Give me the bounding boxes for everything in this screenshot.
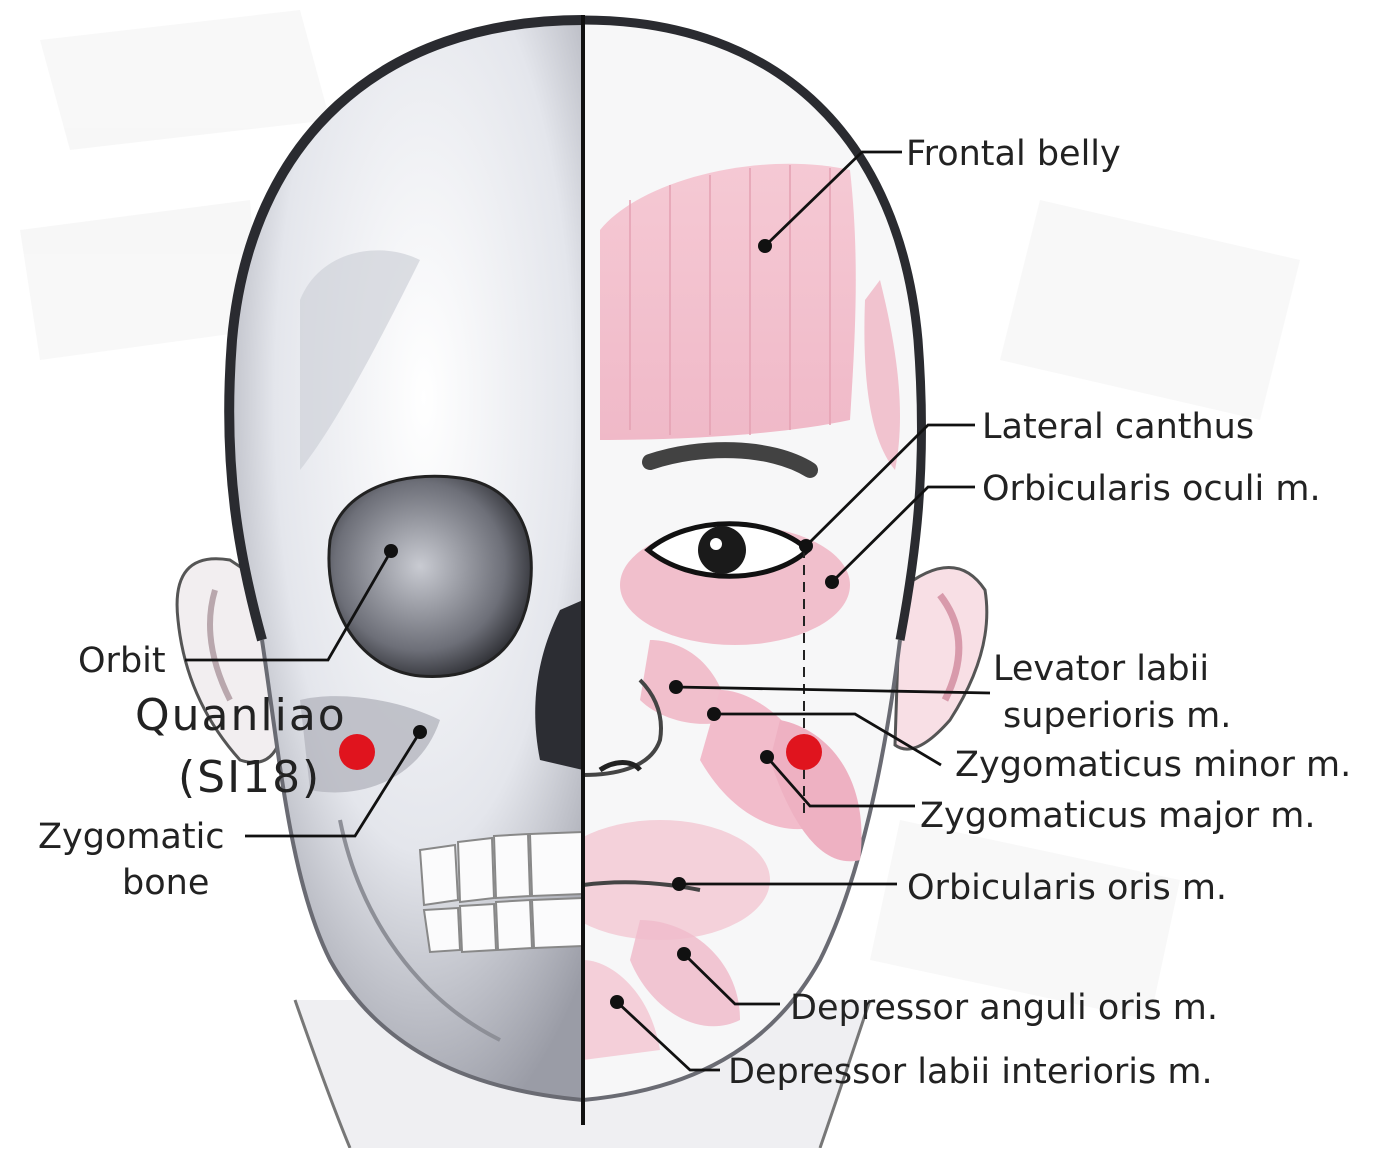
label-orbicularis-oris: Orbicularis oris m. (907, 868, 1227, 908)
dot-zygomatic-bone (413, 725, 427, 739)
label-orbit: Orbit (78, 641, 166, 681)
muscle-half (583, 15, 926, 1102)
dot-depressor-anguli (677, 947, 691, 961)
label-depressor-labii: Depressor labii interioris m. (728, 1052, 1213, 1092)
label-zygomaticus-major: Zygomaticus major m. (920, 796, 1316, 836)
leader-dots (384, 239, 839, 1009)
label-zygomaticus-minor: Zygomaticus minor m. (955, 745, 1351, 785)
dot-orbicularis-oris (672, 877, 686, 891)
leader-lines (185, 150, 991, 1072)
acupoint-name: Quanliao (135, 690, 347, 741)
label-orbicularis-oculi: Orbicularis oculi m. (982, 469, 1321, 509)
orbit-cavity (327, 474, 533, 678)
label-zygomatic-line2: bone (122, 863, 209, 903)
mouth (583, 880, 701, 892)
label-levator-labii-line2: superioris m. (1003, 696, 1231, 736)
label-lateral-canthus: Lateral canthus (982, 407, 1254, 447)
nose (583, 600, 663, 778)
acupoint-marker-left[interactable] (339, 734, 375, 770)
nasal-cavity (535, 600, 583, 770)
label-levator-labii-line1: Levator labii (993, 649, 1209, 689)
acupoint-code: (SI18) (178, 752, 321, 803)
right-ear (893, 566, 989, 751)
acupoint-marker-right[interactable] (786, 734, 822, 770)
teeth (418, 830, 583, 954)
dot-zygomaticus-minor (707, 707, 721, 721)
label-depressor-anguli: Depressor anguli oris m. (790, 988, 1218, 1028)
dot-orbit (384, 544, 398, 558)
watermark (20, 10, 1300, 1020)
eyebrow (642, 442, 818, 478)
dot-lateral-canthus (799, 539, 813, 553)
dot-depressor-labii (610, 995, 624, 1009)
dot-zygomaticus-major (760, 750, 774, 764)
skull-half (224, 15, 583, 1102)
dot-frontal-belly (758, 239, 772, 253)
label-zygomatic-line1: Zygomatic (38, 817, 225, 857)
dot-levator-labii (669, 680, 683, 694)
label-frontal-belly: Frontal belly (906, 134, 1121, 174)
frontal-belly-muscle (600, 163, 856, 440)
dot-orbicularis-oculi (825, 575, 839, 589)
